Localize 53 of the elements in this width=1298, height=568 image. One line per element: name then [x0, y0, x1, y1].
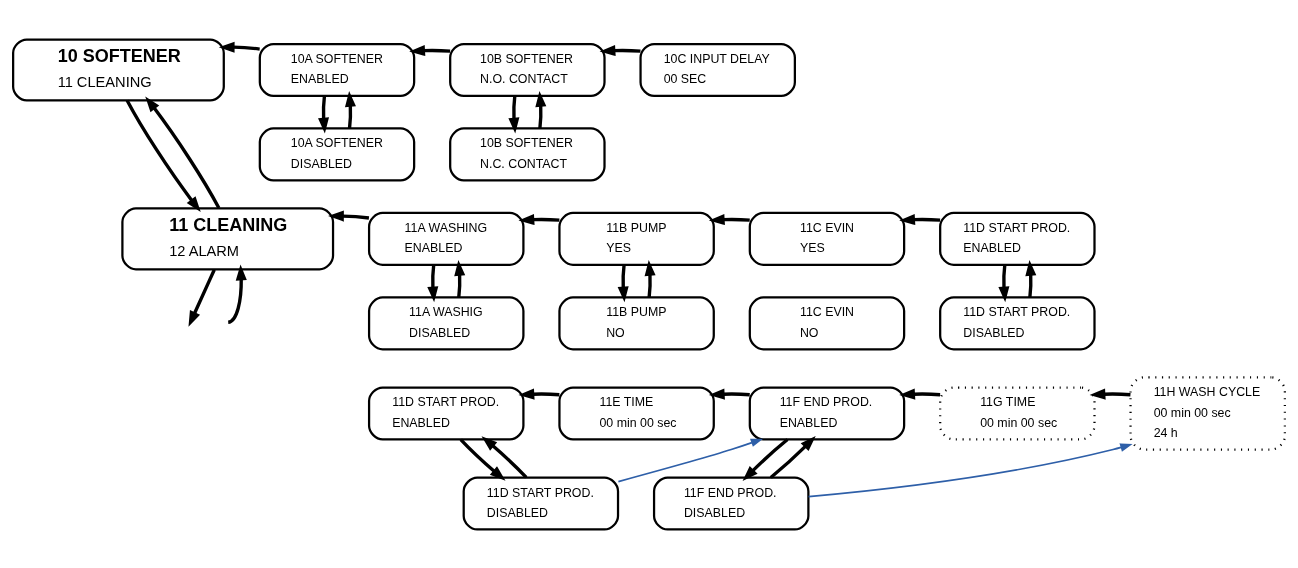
arrow — [518, 213, 560, 225]
arrow — [328, 210, 370, 222]
arrow — [599, 44, 641, 56]
node-box: 10A SOFTENER DISABLED — [258, 126, 416, 181]
node-box: 11B PUMP NO — [558, 295, 715, 350]
arrow — [227, 264, 247, 324]
node-box: 11D START PROD. DISABLED — [462, 476, 620, 531]
node-box: 10A SOFTENER ENABLED — [258, 42, 416, 97]
arrow — [708, 213, 750, 225]
arrow — [1089, 388, 1131, 400]
arrow — [807, 442, 1133, 497]
node-box: 11F END PROD. ENABLED — [748, 385, 906, 440]
arrow — [518, 388, 560, 400]
arrow — [508, 95, 520, 133]
arrow — [1025, 259, 1037, 297]
arrow — [218, 41, 260, 53]
arrow — [188, 268, 216, 327]
arrow — [409, 44, 451, 56]
node-box: 11H WASH CYCLE 00 min 00 sec 24 h — [1129, 375, 1286, 451]
node-box: 11G TIME 00 min 00 sec — [939, 385, 1096, 440]
node-box: 10B SOFTENER N.O. CONTACT — [449, 42, 606, 97]
node-box: 10B SOFTENER N.C. CONTACT — [449, 126, 606, 181]
node-box: 11A WASHING ENABLED — [367, 211, 525, 266]
arrow — [125, 99, 201, 212]
arrow — [899, 388, 941, 400]
arrow — [708, 388, 750, 400]
arrow — [318, 95, 330, 133]
arrow — [769, 435, 816, 479]
arrow — [481, 435, 528, 479]
node-box: 11C EVIN YES — [748, 211, 906, 266]
arrow — [998, 264, 1010, 302]
arrow — [644, 259, 656, 297]
node-box: 11 CLEANING 12 ALARM — [121, 206, 335, 270]
arrow — [617, 438, 764, 482]
arrow — [742, 437, 789, 481]
arrow — [899, 213, 941, 225]
arrow — [535, 90, 547, 128]
node-box: 11D START PROD. ENABLED — [367, 385, 525, 440]
node-box: 11D START PROD. ENABLED — [939, 211, 1096, 266]
arrow — [145, 95, 221, 209]
node-box: 11F END PROD. DISABLED — [652, 476, 810, 531]
arrow — [454, 259, 466, 297]
arrow — [617, 264, 629, 302]
node-box: 10C INPUT DELAY 00 SEC — [639, 42, 796, 97]
node-box: 11E TIME 00 min 00 sec — [558, 385, 715, 440]
node-box: 11C EVIN NO — [748, 295, 906, 350]
arrow — [427, 264, 439, 302]
node-box: 11B PUMP YES — [558, 211, 715, 266]
node-box: 10 SOFTENER 11 CLEANING — [12, 37, 225, 101]
node-box: 11D START PROD. DISABLED — [939, 295, 1096, 350]
arrow — [344, 90, 356, 128]
node-box: 11A WASHIG DISABLED — [367, 295, 525, 350]
arrow — [459, 437, 506, 481]
